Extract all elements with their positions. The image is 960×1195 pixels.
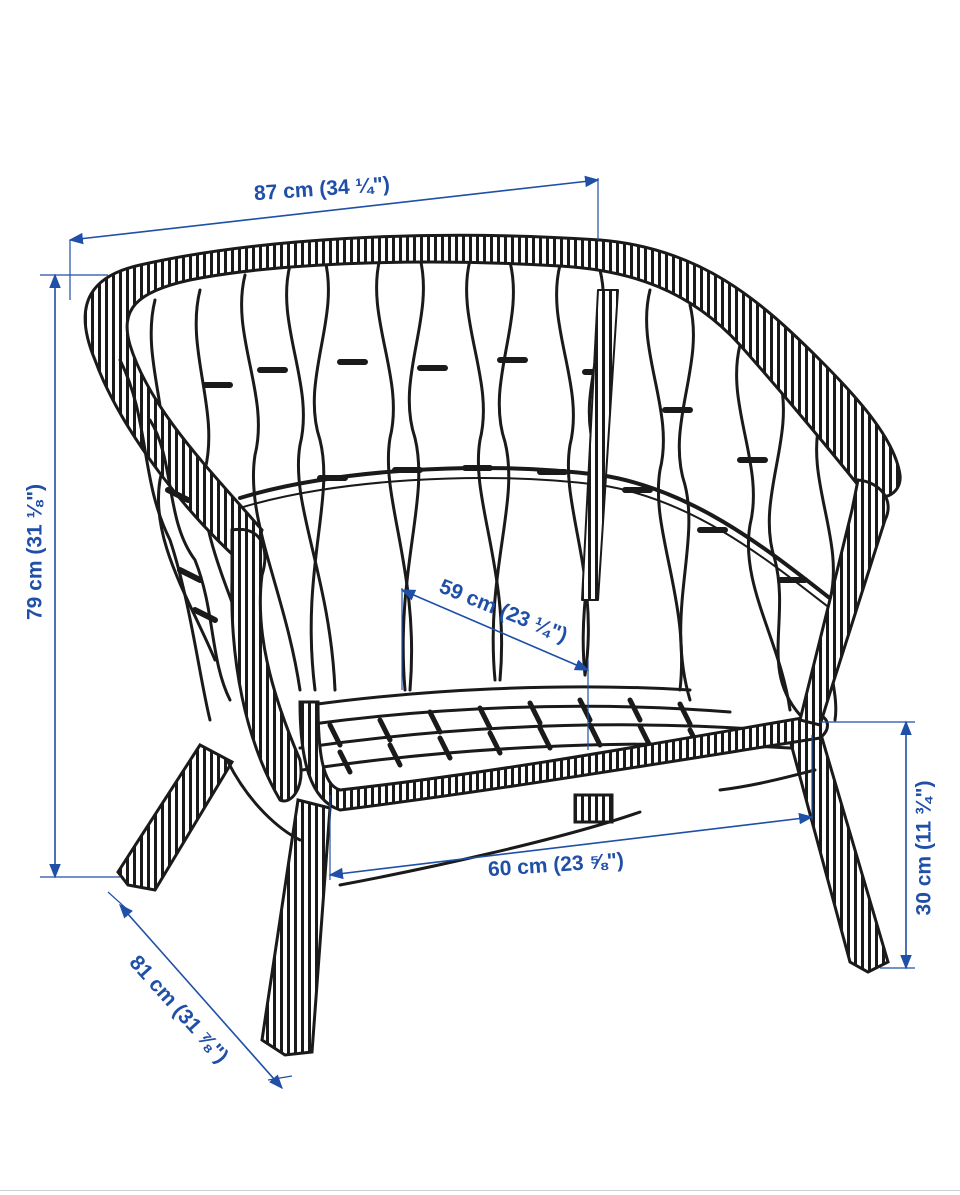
backrest-rim — [83, 233, 902, 573]
seat-height-label: 30 cm (11 ¾") — [913, 781, 936, 916]
width-dimension-line — [68, 175, 600, 245]
dimension-annotations: 87 cm (34 ¼")79 cm (31 ⅛")59 cm (23 ¼")6… — [24, 173, 936, 1090]
seat-depth-dimension-line — [400, 589, 590, 671]
depth-extension-back — [107, 891, 129, 911]
leg-back-left — [116, 743, 235, 892]
seat-slats — [298, 685, 792, 775]
depth-label: 81 cm (31 ⅞") — [125, 951, 233, 1067]
leg-back-stub — [573, 793, 614, 824]
seat-front-rail — [298, 700, 829, 812]
armchair-illustration — [83, 233, 902, 1057]
right-arm-post — [798, 478, 890, 727]
height-label: 79 cm (31 ⅛") — [24, 484, 47, 620]
depth-dimension-line — [119, 903, 283, 1090]
width-label: 87 cm (34 ¼") — [253, 173, 390, 205]
bottom-divider — [0, 1190, 960, 1191]
seat-width-dimension-line — [328, 812, 814, 880]
seat-depth-label: 59 cm (23 ¼") — [436, 575, 571, 647]
left-arm-post — [230, 527, 303, 803]
